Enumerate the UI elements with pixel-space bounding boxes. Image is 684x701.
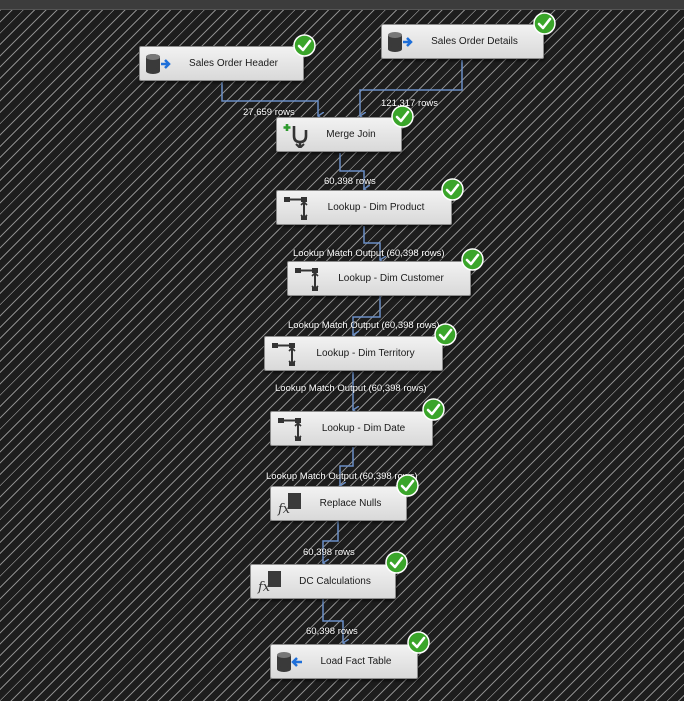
node-label: Replace Nulls bbox=[319, 498, 382, 509]
success-check-icon bbox=[533, 12, 556, 35]
source-icon bbox=[386, 27, 416, 57]
derived-column-icon: fx bbox=[275, 489, 305, 519]
node-label: Lookup - Dim Date bbox=[321, 423, 406, 434]
node-label: Lookup - Dim Customer bbox=[338, 273, 444, 284]
success-check-icon bbox=[407, 631, 430, 654]
designer-top-bar bbox=[0, 0, 684, 10]
flow-label-header-to-merge[interactable]: 27,659 rows bbox=[243, 107, 295, 118]
node-replace-nulls[interactable]: fx Replace Nulls bbox=[270, 486, 407, 521]
node-merge-join[interactable]: Merge Join bbox=[276, 117, 402, 152]
flow-label-nulls-to-dc[interactable]: 60,398 rows bbox=[303, 547, 355, 558]
flow-label-dc-to-load[interactable]: 60,398 rows bbox=[306, 626, 358, 637]
lookup-icon bbox=[275, 414, 305, 444]
success-check-icon bbox=[434, 323, 457, 346]
node-load-fact-table[interactable]: Load Fact Table bbox=[270, 644, 418, 679]
merge-join-icon bbox=[281, 120, 311, 150]
flow-path-date-to-nulls bbox=[340, 447, 354, 486]
flow-path-dc-to-load bbox=[322, 599, 343, 643]
success-check-icon bbox=[293, 34, 316, 57]
svg-text:fx: fx bbox=[257, 580, 271, 595]
svg-text:fx: fx bbox=[277, 502, 291, 517]
node-lookup-dim-customer[interactable]: Lookup - Dim Customer bbox=[287, 261, 471, 296]
node-sales-order-details[interactable]: Sales Order Details bbox=[381, 24, 544, 59]
flow-path-details-to-merge bbox=[360, 60, 463, 116]
node-label: Merge Join bbox=[326, 129, 376, 140]
node-label: Load Fact Table bbox=[320, 656, 392, 667]
success-check-icon bbox=[385, 551, 408, 574]
flow-path-nulls-to-dc bbox=[323, 521, 339, 563]
success-check-icon bbox=[396, 474, 419, 497]
node-lookup-dim-territory[interactable]: Lookup - Dim Territory bbox=[264, 336, 443, 371]
node-label: DC Calculations bbox=[299, 576, 371, 587]
flow-label-date-to-nulls[interactable]: Lookup Match Output (60,398 rows) bbox=[266, 471, 418, 482]
node-label: Sales Order Details bbox=[431, 36, 518, 47]
flow-path-customer-to-territory bbox=[353, 296, 381, 335]
node-dc-calculations[interactable]: fx DC Calculations bbox=[250, 564, 396, 599]
success-check-icon bbox=[391, 105, 414, 128]
lookup-icon bbox=[281, 193, 311, 223]
flow-label-territory-to-date[interactable]: Lookup Match Output (60,398 rows) bbox=[275, 383, 427, 394]
node-sales-order-header[interactable]: Sales Order Header bbox=[139, 46, 304, 81]
flow-label-merge-to-product[interactable]: 60,398 rows bbox=[324, 176, 376, 187]
flow-label-details-to-merge[interactable]: 121,317 rows bbox=[381, 98, 439, 109]
derived-column-icon: fx bbox=[255, 567, 285, 597]
flow-path-product-to-customer bbox=[363, 226, 380, 260]
flow-label-customer-to-territory[interactable]: Lookup Match Output (60,398 rows) bbox=[288, 320, 440, 331]
flow-label-product-to-customer[interactable]: Lookup Match Output (60,398 rows) bbox=[293, 248, 445, 259]
success-check-icon bbox=[441, 178, 464, 201]
lookup-icon bbox=[292, 264, 322, 294]
destination-icon bbox=[275, 647, 305, 677]
source-icon bbox=[144, 49, 174, 79]
flow-path-merge-to-product bbox=[339, 153, 364, 189]
flow-path-header-to-merge bbox=[221, 82, 318, 116]
lookup-icon bbox=[269, 339, 299, 369]
success-check-icon bbox=[461, 248, 484, 271]
node-label: Sales Order Header bbox=[189, 58, 278, 69]
node-label: Lookup - Dim Territory bbox=[316, 348, 415, 359]
node-lookup-dim-product[interactable]: Lookup - Dim Product bbox=[276, 190, 452, 225]
node-label: Lookup - Dim Product bbox=[327, 202, 425, 213]
success-check-icon bbox=[422, 398, 445, 421]
node-lookup-dim-date[interactable]: Lookup - Dim Date bbox=[270, 411, 433, 446]
